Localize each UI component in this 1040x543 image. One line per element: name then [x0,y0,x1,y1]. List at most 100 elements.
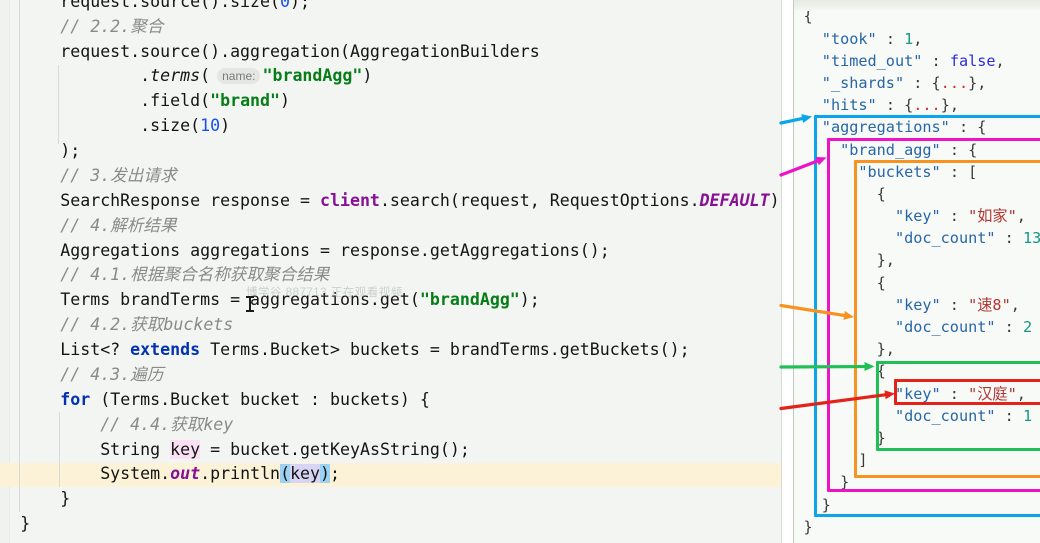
json-token: "doc_count" [894,318,996,337]
code-token: key [290,464,321,484]
json-line-14[interactable]: "key" : "速8", [804,294,1040,316]
json-line-17[interactable]: { [804,360,1040,382]
json-token: , [913,29,923,48]
code-line-4[interactable]: .terms(name:"brandAgg") [0,64,780,89]
json-line-7[interactable]: "brand_agg" : { [804,139,1040,161]
indent-guide [58,412,60,487]
code-token: } [20,514,31,534]
json-token: : [ [940,162,978,181]
json-line-19[interactable]: "doc_count" : 1 [804,405,1040,427]
code-token: "brandAgg" [419,290,520,310]
code-token: // 4.2.获取buckets [0,315,234,335]
json-line-23[interactable]: } [804,494,1040,516]
code-token: String [100,439,161,459]
code-line-2[interactable]: // 2.2.聚合 [0,15,780,40]
panel-top-shadow [794,0,1040,11]
json-token: ... [913,96,941,115]
json-token: "hits" [821,96,877,115]
json-line-21[interactable]: ] [804,449,1040,471]
json-line-24[interactable]: } [804,516,1040,538]
json-token: }, [940,96,959,115]
json-line-10[interactable]: "key" : "如家", [804,205,1040,227]
code-line-19[interactable]: String key = bucket.getKeyAsString(); [0,438,780,463]
code-token: .size( [0,116,201,136]
code-token: ; [330,464,341,484]
json-token: } [803,495,831,514]
json-token: : { [940,140,978,159]
code-line-3[interactable]: request.source().aggregation(Aggregation… [0,40,780,65]
json-token [804,96,822,114]
code-token: ); [519,290,540,310]
watermark-text: 博学谷 887713 正在观看视频 [246,287,403,299]
code-line-11[interactable]: Aggregations aggregations = response.get… [0,239,780,264]
code-line-21[interactable]: } [0,487,780,512]
json-line-11[interactable]: "doc_count" : 13 [804,227,1040,249]
code-token: // 3.发出请求 [60,165,177,185]
json-token [804,30,822,48]
json-line-2[interactable]: "took" : 1, [804,28,1040,50]
json-token: : [995,318,1023,337]
json-line-5[interactable]: "hits" : {...}, [804,94,1040,116]
json-line-13[interactable]: { [804,272,1040,294]
code-line-7[interactable]: ); [0,139,780,164]
json-line-6[interactable]: "aggregations" : { [804,116,1040,138]
code-line-10[interactable]: // 4.解析结果 [0,214,780,239]
json-line-18[interactable]: "key" : "汉庭", [804,383,1040,405]
json-token: "doc_count" [894,406,996,425]
code-line-8[interactable]: // 3.发出请求 [0,164,780,189]
json-line-16[interactable]: }, [804,338,1040,360]
code-line-18[interactable]: // 4.4.获取key [0,413,780,438]
json-token [804,52,822,70]
code-line-15[interactable]: List<? extends Terms.Bucket> buckets = b… [0,338,780,363]
key-han-box [894,379,1040,405]
json-token: : [940,207,969,226]
json-line-9[interactable]: { [804,183,1040,205]
code-token: for [60,389,91,409]
json-token: : [922,51,950,70]
code-token: "brandAgg" [262,66,363,86]
code-token: .field( [0,91,211,111]
json-line-12[interactable]: }, [804,249,1040,271]
code-line-16[interactable]: // 4.3.遍历 [0,363,780,388]
code-token: out [170,464,201,484]
code-line-6[interactable]: .size(10) [0,114,780,139]
json-line-3[interactable]: "timed_out" : false, [804,50,1040,72]
code-token: Terms brandTerms = aggregations.get( [0,290,420,310]
code-line-12[interactable]: // 4.1.根据聚合名称获取聚合结果 [0,263,780,288]
json-line-22[interactable]: } [804,471,1040,493]
code-line-13[interactable]: Terms brandTerms = aggregations.get("bra… [0,288,780,313]
code-editor[interactable]: request.source().size(0); // 2.2.聚合 requ… [0,0,781,543]
json-token: , [995,51,1005,70]
code-token: terms [150,66,201,86]
json-token: "buckets" [858,162,941,181]
json-line-4[interactable]: "_shards" : {...}, [804,72,1040,94]
code-line-5[interactable]: .field("brand") [0,89,780,114]
code-token: ) [320,464,331,484]
code-token: Terms.Bucket> buckets = brandTerms.getBu… [200,340,690,360]
json-line-8[interactable]: "buckets" : [ [804,161,1040,183]
code-line-1[interactable]: request.source().size(0); [0,0,780,15]
code-line-22[interactable]: } [0,512,780,537]
json-line-20[interactable]: } [804,427,1040,449]
code-lines: request.source().size(0); // 2.2.聚合 requ… [0,0,780,537]
json-line-15[interactable]: "doc_count" : 2 [804,316,1040,338]
json-token: , [1016,207,1026,226]
json-token: ... [940,73,969,92]
code-line-9[interactable]: SearchResponse response = client.search(… [0,189,779,214]
json-token: : { [904,73,941,92]
code-line-17[interactable]: for (Terms.Bucket bucket : buckets) { [0,388,780,413]
code-token: // 4.解析结果 [60,215,177,235]
json-token: : [940,295,969,314]
code-line-14[interactable]: // 4.2.获取buckets [0,313,780,338]
json-token: : [876,29,905,48]
code-token: (Terms.Bucket bucket : buckets) { [90,389,430,409]
json-response-panel[interactable]: { "took" : 1, "timed_out" : false, "_sha… [794,0,1040,543]
code-line-20[interactable]: System.out.println(key); [0,462,780,487]
json-token: 1 [1022,406,1033,425]
json-token: } [803,473,850,492]
json-line-1[interactable]: { [804,5,1040,27]
json-token: : { [949,118,987,137]
code-token: ) [362,66,373,86]
json-token: "key" [894,207,941,226]
